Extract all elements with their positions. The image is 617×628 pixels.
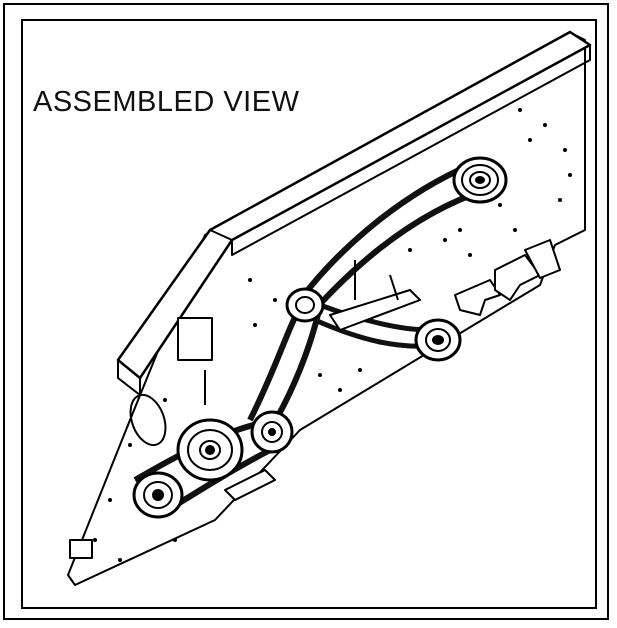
- outer-border: [3, 3, 609, 620]
- pulley-top: [452, 156, 508, 204]
- diagram-title: ASSEMBLED VIEW: [33, 86, 300, 118]
- bracket-right-2: [494, 254, 541, 301]
- oval-cutout: [129, 393, 167, 447]
- bracket-right: [454, 279, 501, 316]
- pulley-mid: [285, 287, 325, 323]
- pulley-idler: [250, 410, 294, 454]
- lower-plate: [69, 539, 93, 559]
- belt-upper: [297, 162, 486, 317]
- tensioner-arm-lower: [224, 469, 276, 501]
- inner-border: [21, 19, 597, 609]
- access-plate: [177, 317, 213, 361]
- pulley-right: [414, 318, 462, 362]
- bracket-right-3: [524, 239, 561, 279]
- pulley-large: [176, 418, 244, 482]
- pulley-bottom: [132, 471, 184, 519]
